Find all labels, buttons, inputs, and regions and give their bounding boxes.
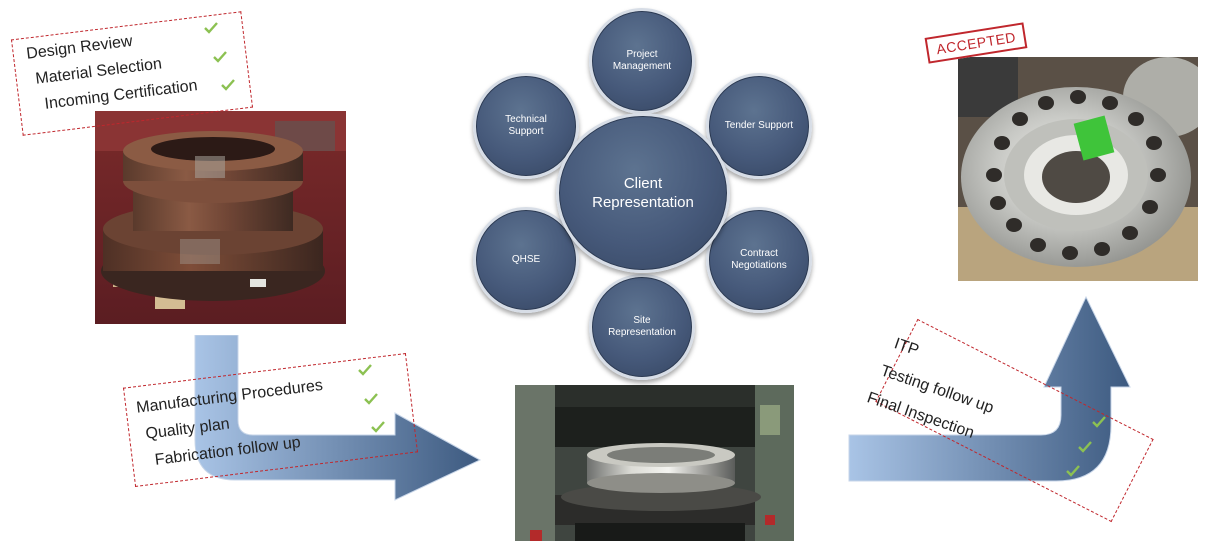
accepted-stamp-label: ACCEPTED <box>935 28 1017 58</box>
check-icon <box>1078 441 1092 453</box>
checklist-item: ITP <box>891 335 921 360</box>
checklist-item: Design Review <box>25 32 134 63</box>
node-tender-support: Tender Support <box>706 73 812 179</box>
check-icon <box>371 421 385 433</box>
check-icon <box>358 364 372 376</box>
check-icon <box>1092 416 1106 428</box>
bent-arrow-right <box>194 335 482 501</box>
check-icon <box>221 79 235 91</box>
check-icon <box>213 51 227 63</box>
machining-photo <box>515 385 794 541</box>
check-icon <box>204 22 218 34</box>
rusty-flange-photo <box>95 111 346 324</box>
checklist-item: Manufacturing Procedures <box>135 376 324 417</box>
polished-flange-photo <box>958 57 1198 281</box>
node-qhse: QHSE <box>473 207 579 313</box>
checklist-item: Quality plan <box>144 415 231 443</box>
check-icon <box>364 393 378 405</box>
bent-arrow-up <box>848 295 1131 482</box>
check-icon <box>1066 465 1080 477</box>
